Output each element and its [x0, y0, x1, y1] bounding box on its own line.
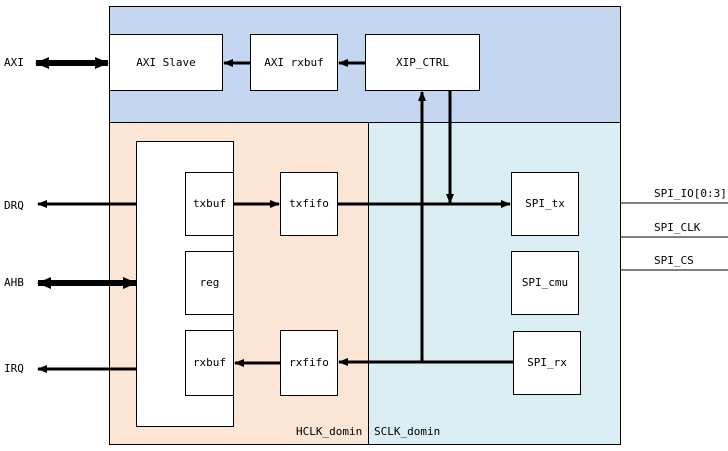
spi-io-label: SPI_IO[0:3]: [654, 187, 727, 200]
axi-slave-label: AXI Slave: [136, 55, 196, 69]
spi-cmu-block: SPI_cmu: [511, 251, 579, 315]
txbuf-block: txbuf: [185, 172, 234, 236]
reg-label: reg: [199, 276, 220, 289]
txbuf-label: txbuf: [192, 197, 227, 210]
reg-block: reg: [185, 251, 234, 315]
spi-cmu-label: SPI_cmu: [521, 276, 569, 289]
spi-clk-label: SPI_CLK: [654, 221, 701, 234]
irq-port-label: IRQ: [4, 362, 24, 375]
spi-tx-block: SPI_tx: [511, 172, 579, 236]
rxfifo-label: rxfifo: [289, 356, 329, 369]
spi-cs-label: SPI_CS: [654, 254, 694, 267]
axi-rxbuf-block: AXI rxbuf: [250, 34, 338, 91]
drq-port-label: DRQ: [4, 199, 24, 212]
spi-rx-block: SPI_rx: [513, 331, 581, 395]
sclk-domain-label: SCLK_domin: [374, 425, 441, 438]
xip-ctrl-label: XIP_CTRL: [396, 55, 449, 69]
hclk-domain-label: HCLK_domin: [296, 425, 363, 438]
rxbuf-label: rxbuf: [192, 356, 227, 369]
txfifo-label: txfifo: [289, 197, 329, 210]
xip-ctrl-block: XIP_CTRL: [365, 34, 480, 91]
axi-slave-block: AXI Slave: [109, 34, 223, 91]
axi-rxbuf-label: AXI rxbuf: [264, 55, 324, 69]
rxbuf-block: rxbuf: [185, 330, 234, 396]
ahb-port-label: AHB: [4, 276, 24, 289]
txfifo-block: txfifo: [280, 172, 338, 236]
rxfifo-block: rxfifo: [280, 330, 338, 396]
spi-rx-label: SPI_rx: [527, 356, 567, 369]
spi-tx-label: SPI_tx: [525, 197, 565, 210]
axi-port-label: AXI: [4, 56, 24, 69]
